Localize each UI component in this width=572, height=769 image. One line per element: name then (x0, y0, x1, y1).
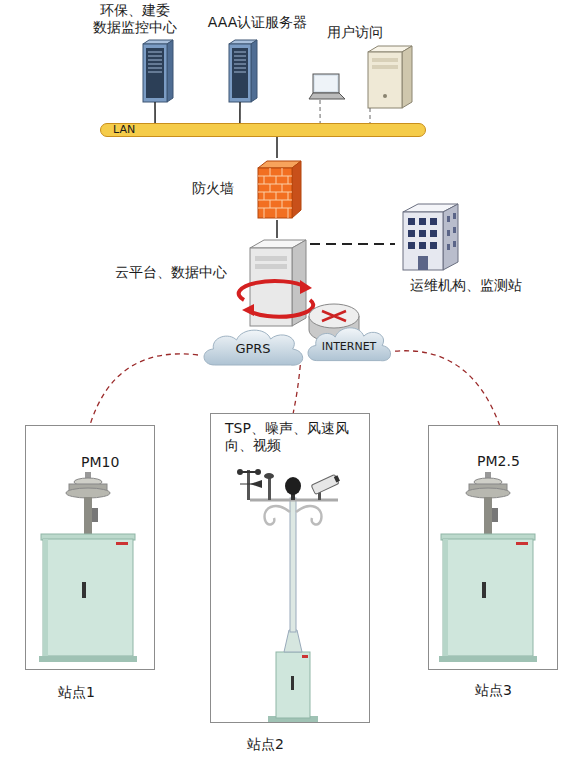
building-node: 运维机构、监测站 (395, 195, 545, 295)
server-node: 环保、建委 数据监控中心 (85, 2, 185, 102)
station-name: 站点3 (475, 682, 512, 699)
node-label: GPRS (198, 340, 308, 357)
lan-bus: LAN (100, 123, 426, 137)
node-label: 用户访问 (327, 24, 383, 41)
server-node: AAA认证服务器 (200, 8, 315, 102)
aaa-server-icon (229, 40, 257, 102)
dashed-link (310, 243, 395, 245)
dashed-link (395, 351, 500, 425)
node-label: PM2.5 (477, 453, 520, 470)
station-name: 站点1 (58, 684, 95, 701)
network-link (276, 220, 278, 238)
laptop-icon (309, 74, 345, 99)
node-label: INTERNET (303, 338, 395, 355)
node-label: 环保、建委 数据监控中心 (85, 2, 185, 36)
node-label: PM10 (81, 454, 119, 471)
monitoring-pole (237, 469, 341, 722)
node-label: LAN (113, 123, 135, 136)
firewall-node: 防火墙 (190, 158, 302, 220)
station-box: TSP、噪声、风速风 向、视频站点2 (210, 413, 370, 723)
node-label: 运维机构、监测站 (410, 277, 522, 294)
node-label: 防火墙 (192, 180, 234, 197)
network-link (239, 102, 241, 123)
server-node: 云平台、数据中心 (110, 238, 310, 328)
station-name: 站点2 (247, 736, 284, 753)
dashed-link (90, 354, 198, 425)
pm10-sampler (39, 472, 137, 662)
network-cloud: GPRS (198, 325, 308, 375)
cloud-server-icon (239, 240, 314, 326)
pm25-sampler (439, 472, 537, 662)
firewall-icon (258, 161, 301, 218)
client-node: 用户访问 (305, 20, 415, 100)
network-link (154, 102, 156, 123)
station-box: PM2.5站点3 (428, 425, 558, 670)
desktop-icon (368, 46, 412, 123)
node-label: TSP、噪声、风速风 向、视频 (225, 420, 365, 454)
monitor-server-icon (143, 40, 173, 102)
node-label: 云平台、数据中心 (115, 264, 227, 281)
dashed-link (293, 365, 300, 413)
network-cloud: INTERNET (303, 323, 395, 370)
station-box: PM10站点1 (25, 425, 155, 670)
dashed-link (320, 100, 321, 123)
node-label: AAA认证服务器 (200, 14, 315, 31)
building-icon (403, 204, 458, 270)
network-link (276, 137, 278, 158)
